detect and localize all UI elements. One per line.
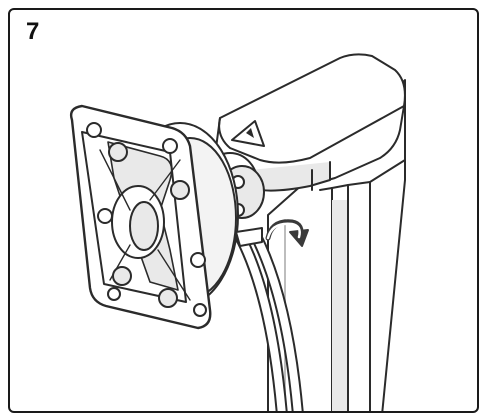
plate-screw-holes: [86, 122, 207, 317]
vesa-plate: [69, 104, 212, 330]
warning-triangle-icon: [231, 120, 265, 147]
curved-arrow-icon: [265, 219, 309, 247]
step-number: 7: [26, 18, 40, 45]
instruction-panel: 7: [8, 8, 479, 413]
mount-assembly-illustration: [69, 53, 406, 411]
cable: [235, 227, 304, 411]
